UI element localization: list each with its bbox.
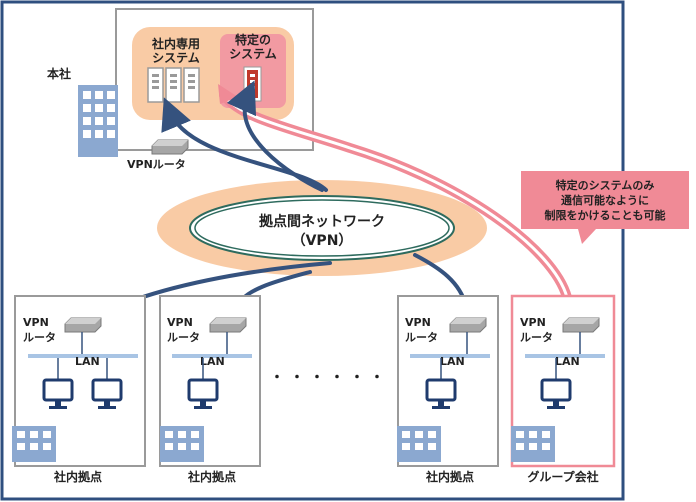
group-router-label-1: VPN bbox=[520, 316, 546, 329]
vpn-network-label-1: 拠点間ネットワーク bbox=[259, 213, 385, 230]
group-router-label-2: ルータ bbox=[520, 331, 553, 344]
site-2-router-label-1: VPN bbox=[167, 316, 193, 329]
group-company-site: VPN ルータ LAN グループ会社 bbox=[510, 294, 616, 484]
group-company-name: グループ会社 bbox=[527, 469, 598, 484]
site-1-lan-bus bbox=[28, 354, 138, 358]
site-3-router-label-2: ルータ bbox=[405, 331, 438, 344]
group-lan-bus bbox=[525, 354, 605, 358]
building-icon bbox=[397, 426, 441, 462]
internal-system-label-2: システム bbox=[152, 51, 200, 65]
hq-router-icon bbox=[151, 139, 189, 155]
more-sites-ellipsis: ・・・・・・ bbox=[270, 370, 390, 386]
group-router-icon bbox=[562, 317, 600, 333]
site-3-lan-bus bbox=[410, 354, 490, 358]
vpn-network-ring bbox=[189, 195, 455, 261]
restriction-callout bbox=[521, 171, 689, 229]
server-icon bbox=[147, 67, 200, 103]
site-1-lan-label: LAN bbox=[75, 355, 100, 368]
callout-line-2: 通信可能なように bbox=[561, 193, 649, 207]
callout-line-3: 制限をかけることも可能 bbox=[545, 208, 666, 222]
specific-system-label-2: システム bbox=[229, 47, 277, 61]
internal-system-label-1: 社内専用 bbox=[151, 36, 200, 51]
site-1-router-label-2: ルータ bbox=[23, 331, 56, 344]
group-lan-label: LAN bbox=[555, 355, 580, 368]
hq-link-specific bbox=[226, 80, 324, 192]
hq-router-label: VPNルータ bbox=[127, 158, 186, 171]
site-3-name: 社内拠点 bbox=[425, 469, 474, 484]
site-1-router-icon bbox=[64, 317, 102, 333]
building-icon bbox=[160, 426, 204, 462]
site-2-name: 社内拠点 bbox=[187, 469, 236, 484]
site-2-lan-bus bbox=[172, 354, 252, 358]
site-2-router-icon bbox=[209, 317, 247, 333]
vpn-network-label-2: （VPN） bbox=[292, 233, 353, 249]
site-1: VPN ルータ LAN 社内拠点 bbox=[12, 295, 146, 484]
building-icon bbox=[12, 426, 56, 462]
site-3-lan-label: LAN bbox=[440, 355, 465, 368]
specific-system-label-1: 特定の bbox=[235, 32, 271, 47]
site-2: VPN ルータ LAN 社内拠点 bbox=[159, 295, 261, 484]
site-2-router-label-2: ルータ bbox=[167, 331, 200, 344]
hq-link bbox=[161, 97, 328, 192]
site-3-router-icon bbox=[449, 317, 487, 333]
callout-line-1: 特定のシステムのみ bbox=[556, 178, 655, 192]
site-1-router-label-1: VPN bbox=[23, 316, 49, 329]
site-2-lan-label: LAN bbox=[200, 355, 225, 368]
site-3-router-label-1: VPN bbox=[405, 316, 431, 329]
site-1-name: 社内拠点 bbox=[53, 469, 102, 484]
hq-label: 本社 bbox=[47, 66, 71, 81]
site-3: VPN ルータ LAN 社内拠点 bbox=[397, 295, 499, 484]
hq-building-icon bbox=[78, 85, 118, 157]
building-icon bbox=[511, 426, 555, 462]
